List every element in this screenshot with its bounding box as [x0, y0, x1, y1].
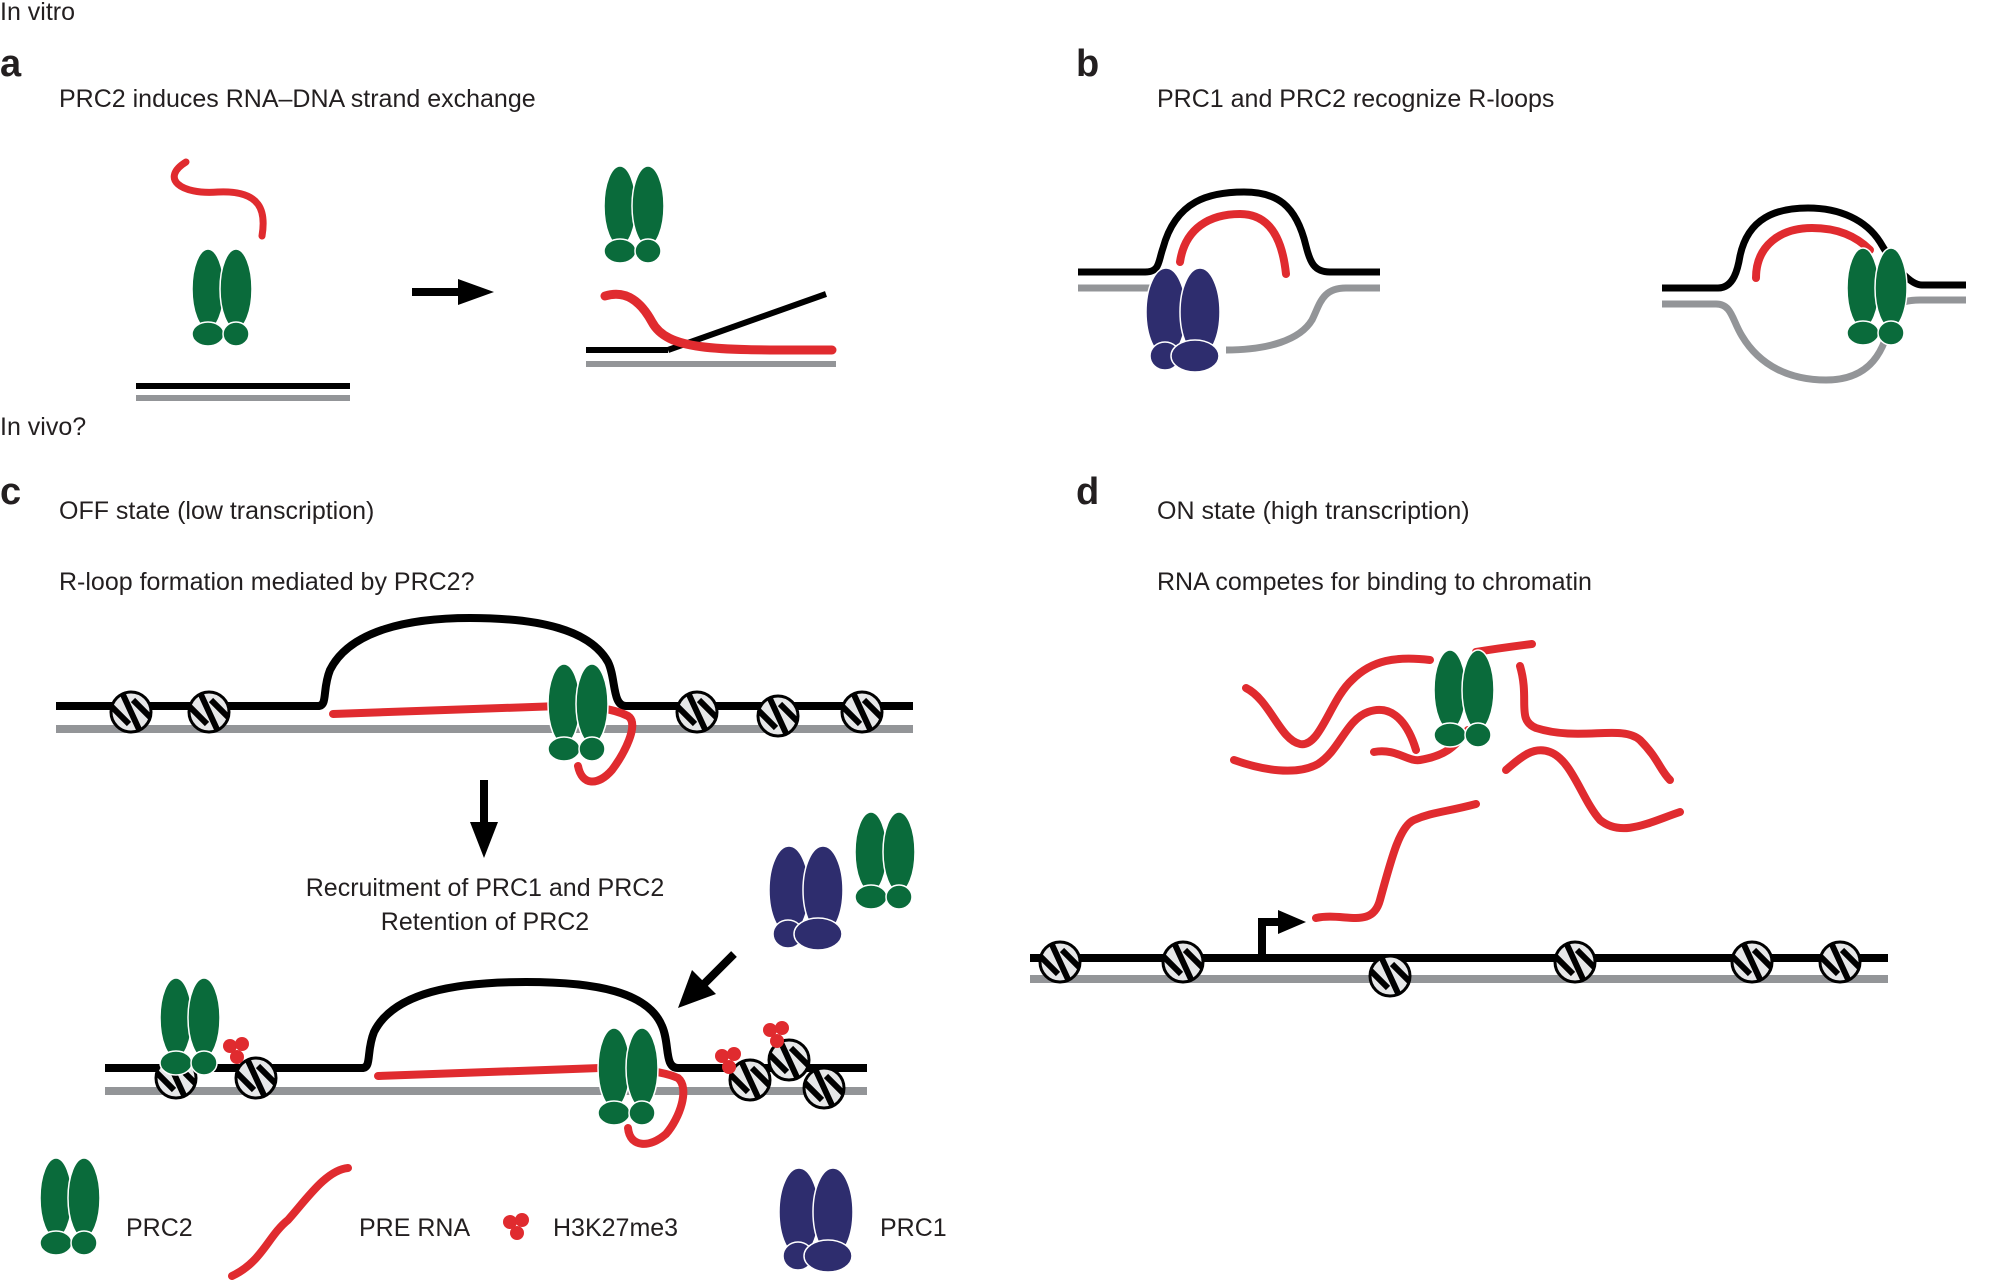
panel-d-artwork	[1030, 640, 1888, 1002]
panel-c-label: c	[0, 471, 22, 513]
panel-c-top-nucleosome-4	[752, 690, 804, 742]
panel-c-step-line2: Retention of PRC2	[380, 908, 590, 936]
panel-a-prc2-bound	[191, 248, 253, 347]
legend-pre-rna-label: PRE RNA	[359, 1214, 471, 1242]
panel-d-rna-1	[1242, 654, 1434, 749]
panel-a-prc2-released	[603, 165, 665, 264]
legend	[39, 1157, 854, 1280]
legend-prc1-label: PRC1	[880, 1214, 947, 1242]
panel-d-rna-2	[1230, 706, 1420, 775]
in-vitro-heading: In vitro	[0, 0, 76, 26]
panel-c-bottom-prc2-center	[597, 1027, 659, 1126]
panel-c-down-arrow	[470, 780, 498, 858]
legend-h3k27me3-label: H3K27me3	[553, 1214, 679, 1242]
panel-b-rloop-left-rna	[1176, 209, 1290, 278]
panel-d-title: ON state (high transcription)	[1157, 497, 1470, 525]
in-vivo-heading: In vivo?	[0, 413, 87, 441]
panel-b-rloop-right-dna-bottom	[1662, 296, 1966, 384]
panel-c-top-dna-top-strand	[56, 613, 913, 710]
panel-c-title: OFF state (low transcription)	[59, 497, 375, 525]
panel-b-prc1	[1145, 267, 1221, 373]
legend-prc2-icon	[39, 1157, 101, 1256]
panel-b-artwork	[1078, 188, 1966, 384]
panel-d-prc2	[1433, 649, 1495, 748]
panel-b-title: PRC1 and PRC2 recognize R-loops	[1157, 85, 1555, 113]
panel-a-free-rna	[170, 158, 267, 240]
panel-c-subtitle: R-loop formation mediated by PRC2?	[59, 568, 475, 596]
panel-c-step-line1: Recruitment of PRC1 and PRC2	[305, 874, 665, 902]
panel-a-arrow	[412, 279, 494, 305]
panel-d-nascent-rna	[1312, 800, 1480, 922]
panel-c-incoming-prc2	[854, 811, 916, 910]
panel-d-subtitle: RNA competes for binding to chromatin	[1157, 568, 1592, 596]
panel-c-bottom-prc2-left	[159, 977, 221, 1076]
panel-d-rna-6	[1502, 746, 1684, 833]
panel-a-hybridized-rna	[600, 289, 837, 355]
panel-a-title: PRC2 induces RNA–DNA strand exchange	[59, 85, 536, 113]
panel-b-rloop-left-dna-top	[1078, 188, 1380, 276]
panel-c-bottom-dna-top-strand	[105, 977, 867, 1072]
panel-d-label: d	[1076, 471, 1100, 513]
legend-h3k27me3-icon	[503, 1213, 529, 1240]
panel-c-top-prc2	[547, 663, 609, 762]
panel-b-rloop-right-dna-top	[1662, 204, 1966, 292]
panel-d-transcription-start-arrow	[1258, 910, 1306, 958]
panel-b-label: b	[1076, 43, 1100, 85]
legend-prc1-icon	[778, 1167, 854, 1273]
panel-a-artwork	[136, 158, 837, 401]
panel-c-diagonal-arrow	[678, 951, 737, 1008]
panel-d-rna-4	[1472, 640, 1536, 656]
panel-a-displaced-dna-strand	[666, 291, 828, 353]
panel-c-incoming-prc1	[768, 845, 844, 951]
legend-prc2-label: PRC2	[126, 1214, 193, 1242]
panel-c-artwork	[56, 613, 916, 1148]
panel-b-prc2	[1846, 247, 1908, 346]
panel-b-rloop-left-dna-bottom	[1078, 284, 1380, 354]
panel-a-label: a	[0, 43, 22, 85]
panel-b-rloop-right-rna	[1752, 223, 1874, 282]
legend-pre-rna-icon	[228, 1164, 352, 1280]
panel-d-rna-5	[1516, 662, 1674, 784]
